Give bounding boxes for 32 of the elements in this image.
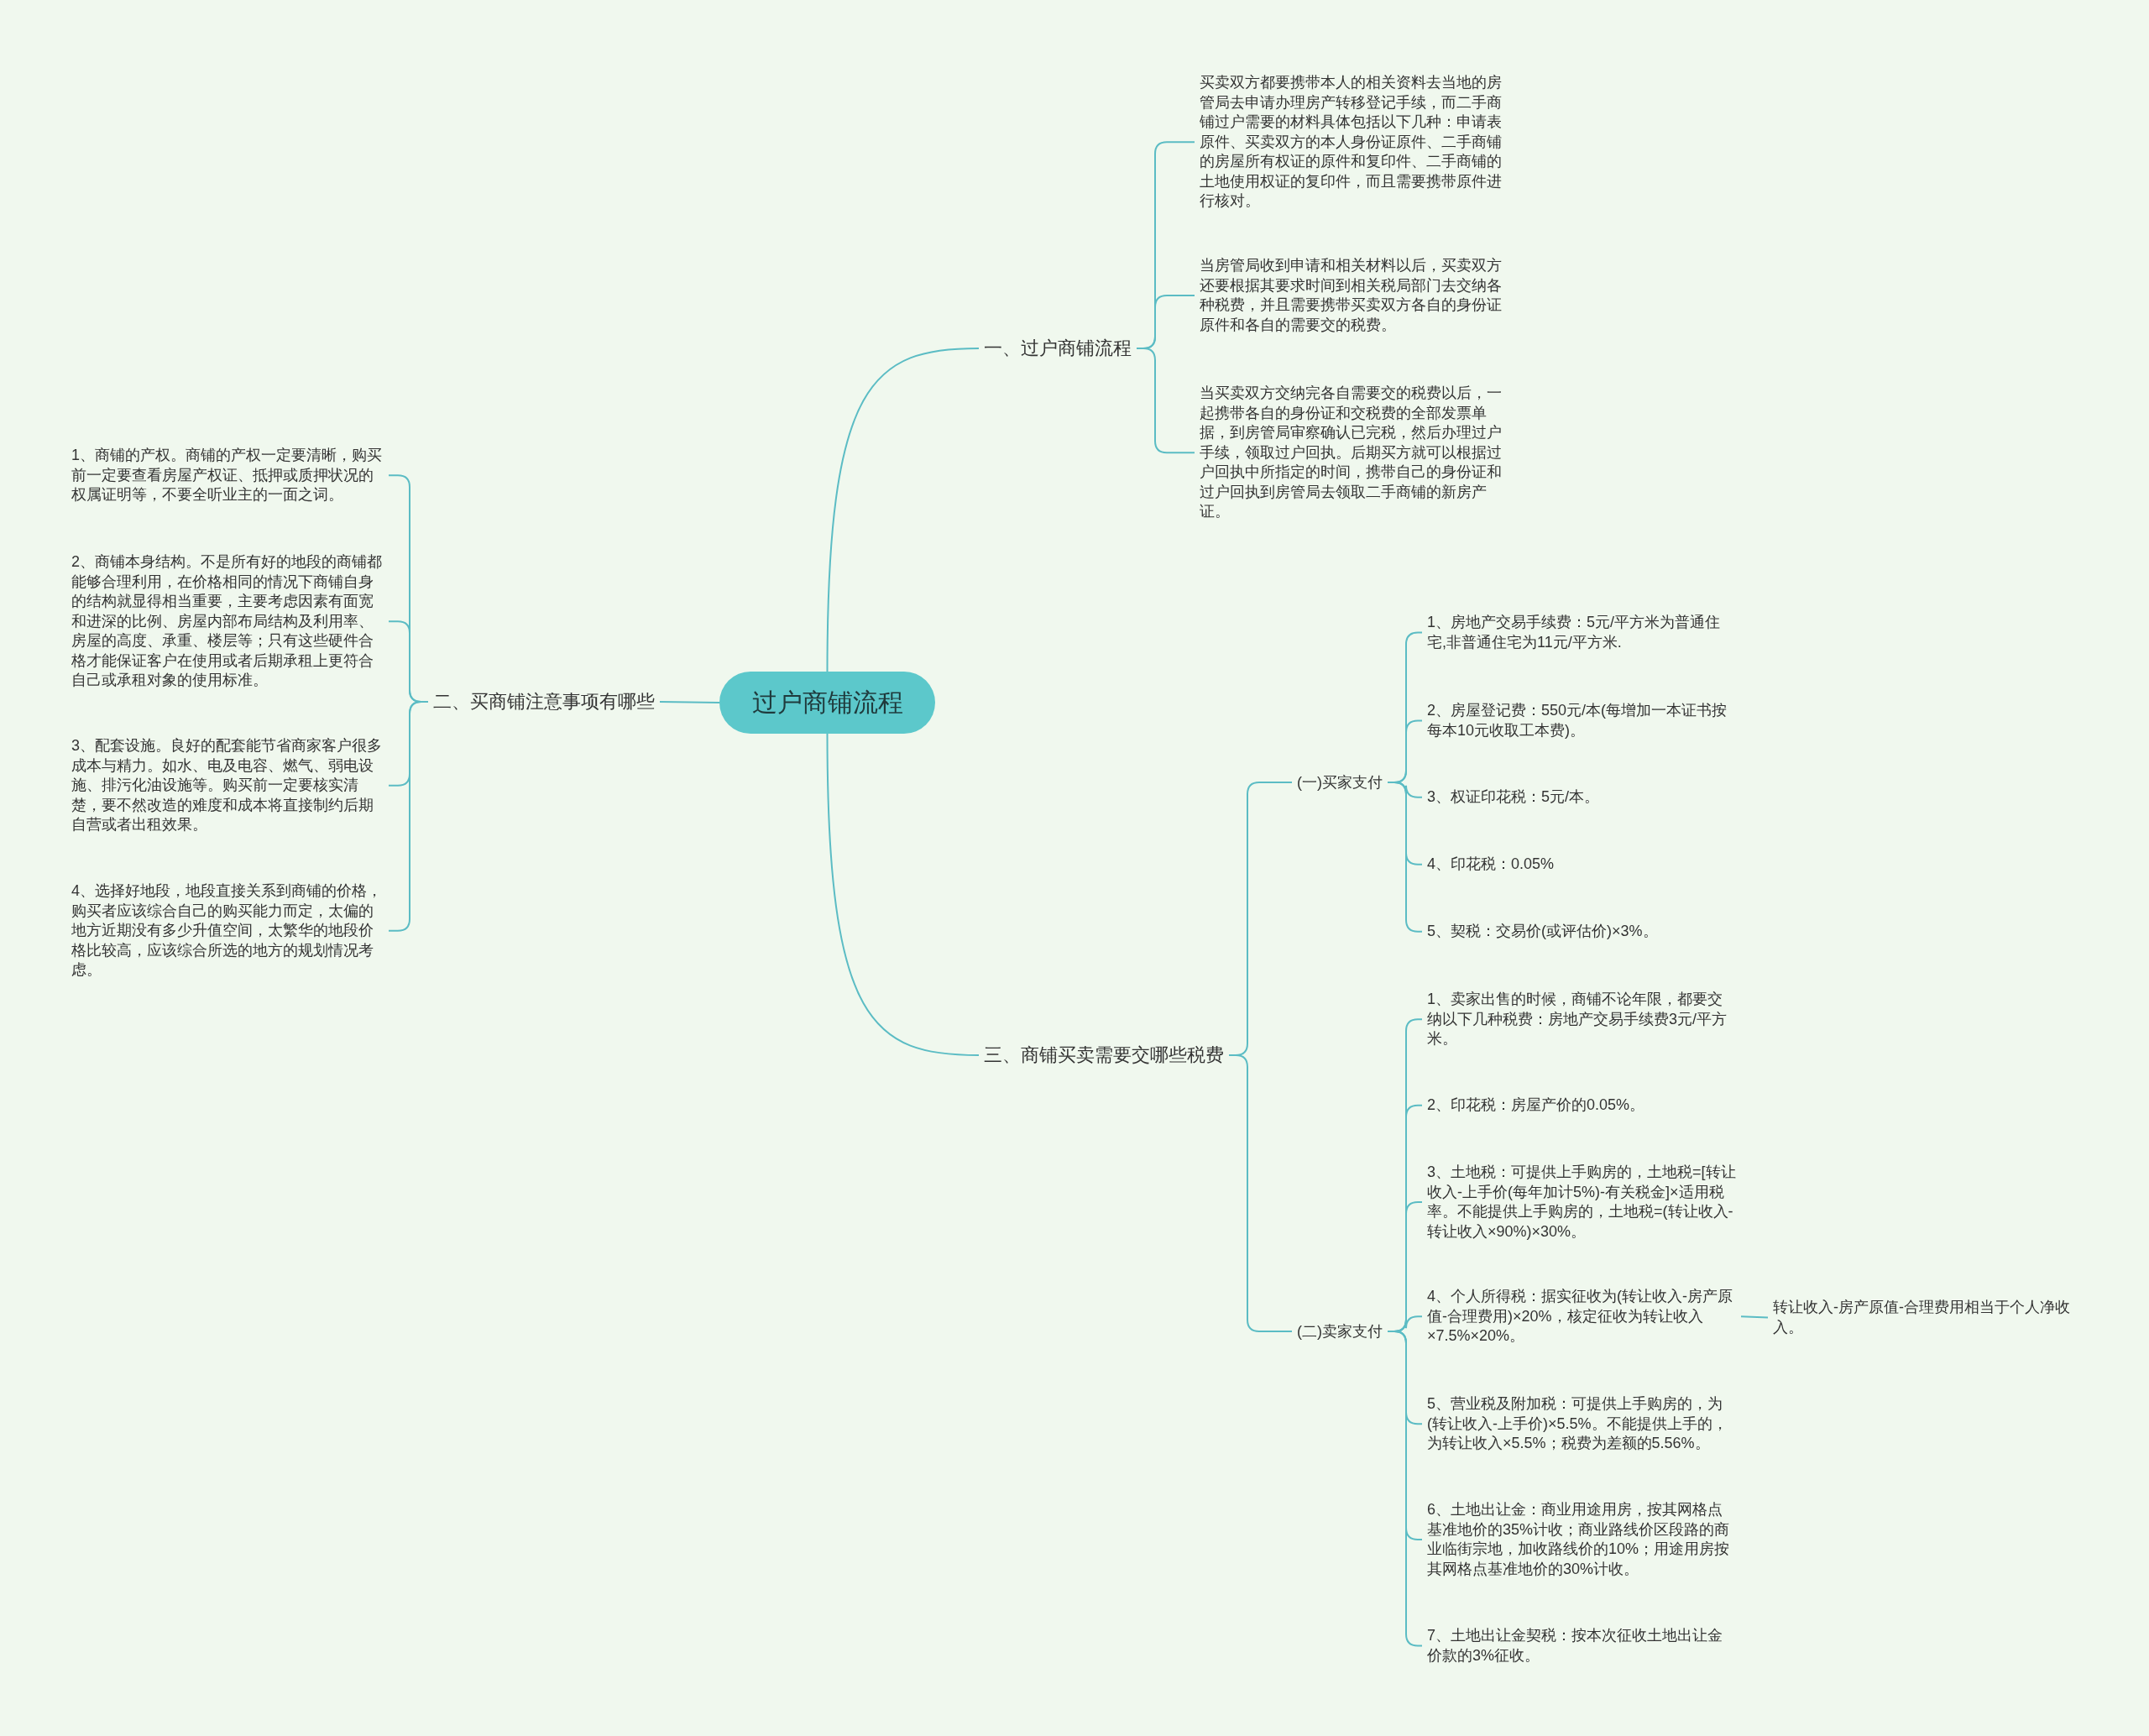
- note-text: 3、权证印花税：5元/本。: [1427, 787, 1736, 808]
- note-text: 3、土地税：可提供上手购房的，土地税=[转让收入-上手价(每年加计5%)-有关税金]×适用税率。不能提供上手购房的，土地税=(转让收入-转让收入×90%)×30%。: [1427, 1163, 1736, 1242]
- note-text: 4、印花税：0.05%: [1427, 855, 1736, 875]
- subtopic-label: (一)买家支付: [1297, 772, 1383, 792]
- subtopic-label: (二)卖家支付: [1297, 1321, 1383, 1341]
- note-text: 1、卖家出售的时候，商铺不论年限，都要交纳以下几种税费：房地产交易手续费3元/平方米。: [1427, 990, 1736, 1049]
- note-text: 7、土地出让金契税：按本次征收土地出让金价款的3%征收。: [1427, 1626, 1736, 1665]
- note-text: 4、选择好地段，地段直接关系到商铺的价格，购买者应该综合自己的购买能力而定，太偏的地方近期没有多少升值空间，太繁华的地段价格比较高，应该综合所选的地方的规划情况考虑。: [71, 881, 384, 980]
- branch-topic: 二、买商铺注意事项有哪些: [433, 690, 655, 714]
- note-text: 当买卖双方交纳完各自需要交的税费以后，一起携带各自的身份证和交税费的全部发票单据，到房管局审察确认已完税，然后办理过户手续，领取过户回执。后期买方就可以根据过户回执中所指定的时间，携带自己的身份证和过户回执到房管局去领取二手商铺的新房产证。: [1200, 384, 1512, 522]
- connector-line: [659, 701, 720, 703]
- note-text: 2、房屋登记费：550元/本(每增加一本证书按每本10元收取工本费)。: [1427, 701, 1736, 740]
- note-text: 4、个人所得税：据实征收为(转让收入-房产原值-合理费用)×20%，核定征收为转让收入×7.5%×20%。: [1427, 1287, 1736, 1346]
- connector-line: [1136, 348, 1195, 454]
- note-text: 1、房地产交易手续费：5元/平方米为普通住宅,非普通住宅为11元/平方米.: [1427, 613, 1736, 652]
- connector-line: [1740, 1315, 1769, 1319]
- note-text: 1、商铺的产权。商铺的产权一定要清晰，购买前一定要查看房屋产权证、抵押或质押状况的权属证明等，不要全听业主的一面之词。: [71, 446, 384, 505]
- central-topic: 过户商铺流程: [719, 672, 935, 734]
- branch-topic: 三、商铺买卖需要交哪些税费: [984, 1043, 1224, 1067]
- note-text: 买卖双方都要携带本人的相关资料去当地的房管局去申请办理房产转移登记手续，而二手商铺过户需要的材料具体包括以下几种：申请表原件、买卖双方的本人身份证原件、二手商铺的房屋所有权证的原件和复印件、二手商铺的土地使用权证的复印件，而且需要携带原件进行核对。: [1200, 73, 1512, 212]
- branch-topic: 一、过户商铺流程: [984, 337, 1132, 360]
- connector-line: [1228, 1054, 1293, 1332]
- note-text: 2、商铺本身结构。不是所有好的地段的商铺都能够合理利用，在价格相同的情况下商铺自身的结构就显得相当重要，主要考虑因素有面宽和进深的比例、房屋内部布局结构及利用率、房屋的高度、承重、楼层等；只有这些硬件合格才能保证客户在使用或者后期承租上更符合自己或承租对象的使用标准。: [71, 552, 384, 691]
- note-text: 2、印花税：房屋产价的0.05%。: [1427, 1095, 1736, 1116]
- connector-line: [826, 733, 980, 1056]
- note-text: 3、配套设施。良好的配套能节省商家客户很多成本与精力。如水、电及电容、燃气、弱电设施、排污化油设施等。购买前一定要核实清楚，要不然改造的难度和成本将直接制约后期自营或者出租效果。: [71, 736, 384, 835]
- note-text: 6、土地出让金：商业用途用房，按其网格点基准地价的35%计收；商业路线价区段路的商业临街宗地，加收路线价的10%；用途用房按其网格点基准地价的30%计收。: [1427, 1500, 1736, 1579]
- connector-line: [826, 348, 980, 672]
- note-text: 转让收入-房产原值-合理费用相当于个人净收入。: [1773, 1298, 2092, 1337]
- note-text: 5、营业税及附加税：可提供上手购房的，为(转让收入-上手价)×5.5%。不能提供上手的，为转让收入×5.5%；税费为差额的5.56%。: [1427, 1394, 1736, 1454]
- note-text: 当房管局收到申请和相关材料以后，买卖双方还要根据其要求时间到相关税局部门去交纳各种税费，并且需要携带买卖双方各自的身份证原件和各自的需要交的税费。: [1200, 256, 1512, 335]
- note-text: 5、契税：交易价(或评估价)×3%。: [1427, 922, 1736, 942]
